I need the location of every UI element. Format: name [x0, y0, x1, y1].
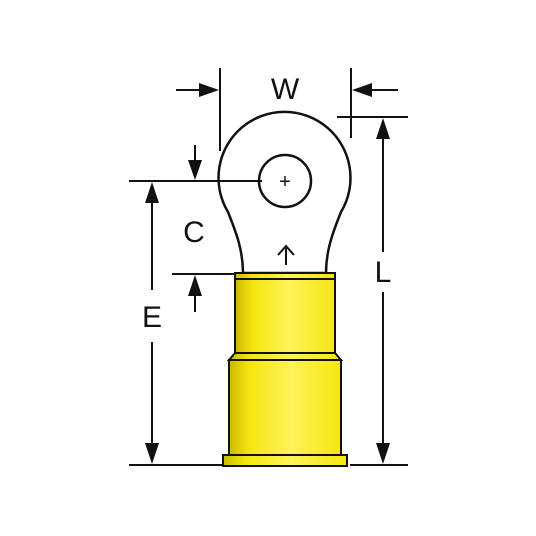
arrow-up-icon: [376, 118, 390, 139]
arrow-up-icon: [145, 182, 159, 203]
sleeve-upper-cap: [234, 272, 336, 280]
caret-up-icon: [277, 244, 295, 265]
length-dimension: L: [337, 116, 408, 466]
sleeve-lower: [228, 359, 342, 458]
stud-to-end-dimension: E: [129, 180, 262, 466]
arrow-down-icon: [376, 443, 390, 464]
length-label: L: [375, 256, 392, 289]
arrow-left-icon: [352, 83, 372, 97]
arrow-up-icon: [188, 275, 202, 296]
sleeve-base-flange: [222, 454, 348, 467]
arrow-down-icon: [145, 443, 159, 464]
stud-to-end-label: E: [142, 301, 162, 334]
arrow-down-icon: [188, 160, 202, 180]
width-dimension: W: [176, 68, 398, 151]
center-plus-icon: +: [279, 171, 291, 193]
arrow-right-icon: [199, 83, 219, 97]
stud-to-barrel-label: C: [183, 216, 205, 249]
insulation-sleeve: [222, 272, 348, 467]
sleeve-step: [226, 352, 344, 361]
stud-to-barrel-dimension: C: [172, 145, 236, 312]
width-label: W: [271, 73, 300, 106]
sleeve-upper: [234, 276, 336, 354]
